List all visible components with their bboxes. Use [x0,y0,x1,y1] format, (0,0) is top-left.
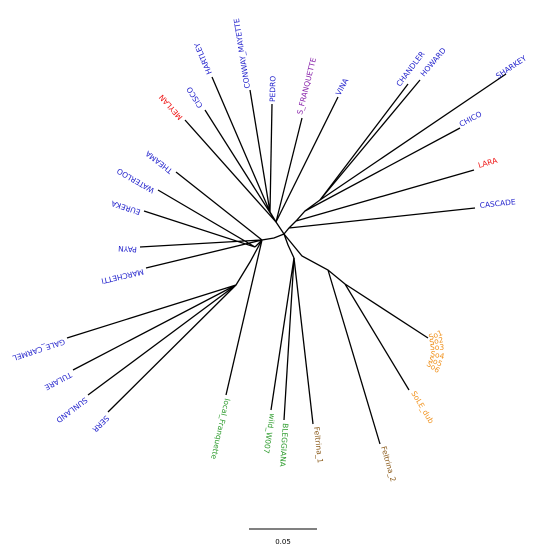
branch-gale-carmel [66,284,237,339]
branch-internal-bottom-left [235,239,263,286]
branch-wild-w007 [270,257,295,411]
label-payn: PAYN [118,244,137,254]
branch-howard [319,79,421,201]
label-s-franquette: S_FRANQUETTE [295,56,318,115]
label-lara: LARA [477,156,499,170]
label-so-3: So3 [430,343,444,352]
branch-internal-bottom [283,233,295,259]
branch-vina [275,96,339,223]
label-local-franquette: local_Franquette [209,398,232,461]
label-gale-carmel: GALE_CARMEL [11,337,66,363]
label-meylan: MEYLAN [157,93,184,122]
label-so-4: So4 [430,349,446,361]
label-sunland: SUNLAND [54,395,89,424]
branch-local-franquette [225,239,263,396]
label-hartley: HARTLEY [192,41,214,76]
branch-sharkey [319,73,507,201]
branch-hartley [211,76,271,213]
label-tulare: TULARE [43,370,74,392]
branch-theama [175,171,263,241]
label-cisco: CISCO [185,85,205,110]
label-chico: CHICO [458,109,484,128]
branch-internal-bottom-right [283,233,346,285]
branch-chico [304,127,461,212]
label-vina: VINA [334,76,351,97]
branch-conway-mayette [249,89,271,213]
branch-bleggiana [283,257,295,421]
branch-sunland [87,284,237,396]
label-sole-dub: SoLE_dub [409,389,436,425]
scale-label: 0.05 [275,538,291,546]
branch-feltrina-2 [327,269,381,445]
label-bleggiana: BLEGGIANA [278,423,290,468]
label-howard: HOWARD [419,46,448,79]
branch-lara [295,169,475,222]
branch-internal-left [254,233,285,248]
label-feltrina-2: Feltrina_2 [379,445,398,483]
label-serr: SERR [90,414,110,434]
branch-waterloo [157,189,256,248]
label-theama: THEAMA [143,148,175,176]
branch-internal-right [283,199,321,235]
branch-so-cluster [344,283,429,339]
label-pedro: PEDRO [268,76,277,102]
tree-labels: SHARKEY HOWARD CHANDLER CHICO LARA CASCA… [11,18,529,546]
tree-branches [66,73,507,530]
label-waterloo: WATERLOO [115,166,156,195]
branch-cisco [204,109,277,223]
branch-chandler [319,83,409,201]
label-marchetti: MARCHETTI [100,267,144,286]
branch-sole-dub [344,283,410,391]
label-sharkey: SHARKEY [494,53,528,80]
label-eureka: EUREKA [109,199,141,217]
branch-pedro [269,103,273,213]
branch-serr [107,284,237,413]
branch-cascade [288,207,476,229]
branch-feltrina-1 [293,257,314,425]
label-conway-mayette: CONWAY_MAYETTE [232,18,252,90]
branch-payn [139,239,263,248]
branch-tulare [72,284,237,371]
label-wild-w007: wild_W007 [262,413,277,455]
branch-meylan [184,119,277,223]
label-so-2: So2 [429,335,445,347]
label-feltrina-1: Feltrina_1 [312,426,325,464]
branch-marchetti [145,239,263,269]
label-cascade: CASCADE [479,197,516,210]
branch-s-franquette [275,117,303,223]
